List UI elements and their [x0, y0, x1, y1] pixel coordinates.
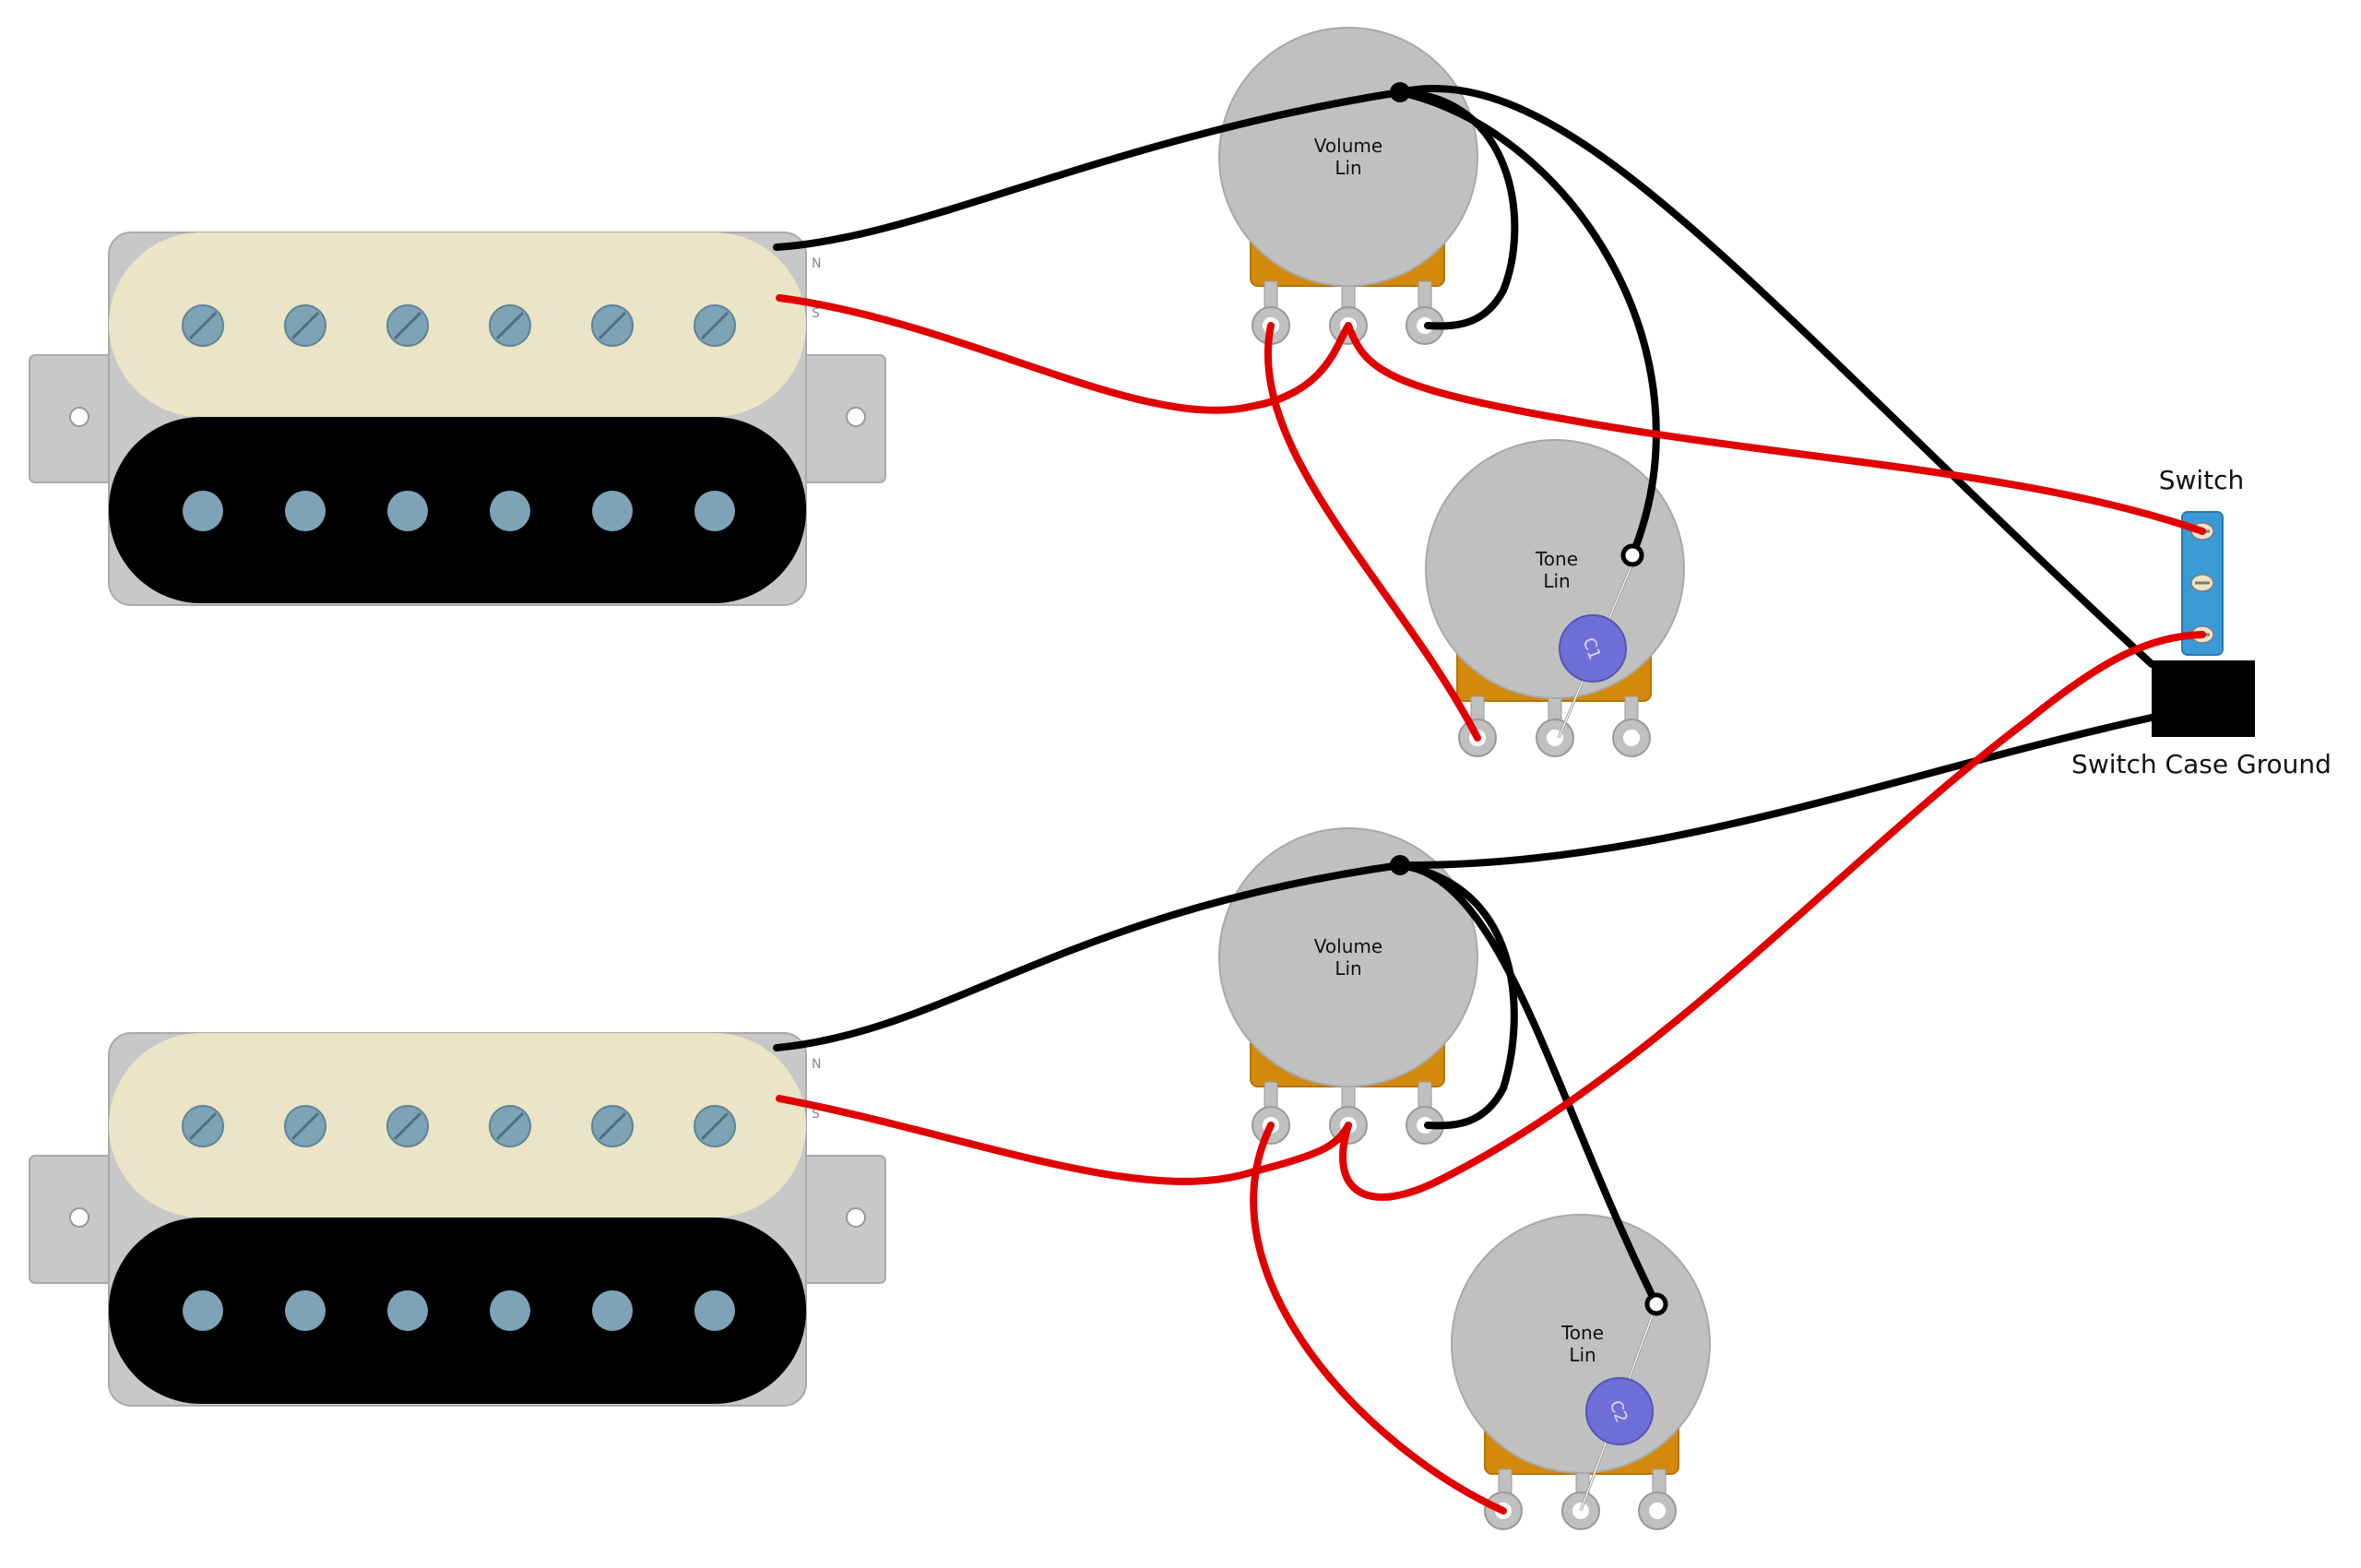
screw-pole	[386, 304, 429, 347]
cap-body	[1559, 614, 1627, 683]
north-label: N	[812, 1057, 821, 1072]
switch-case-ground[interactable]: Switch Case Ground	[2071, 660, 2331, 779]
wire-volume2-to-switch	[1339, 631, 2206, 1201]
switch-label: Switch	[2159, 465, 2245, 495]
slug-pole	[387, 491, 428, 531]
wires	[773, 85, 2206, 1515]
screw-pole	[694, 304, 736, 347]
wire-pickup1-ground	[773, 89, 1404, 251]
solder-joints	[1390, 82, 1668, 1316]
switch-case-ground-label: Switch Case Ground	[2071, 749, 2331, 779]
wire-pickup2-hot	[776, 1095, 1352, 1185]
screw-pole	[489, 1105, 531, 1147]
pot-label-line2: Lin	[1569, 1344, 1596, 1366]
lug-2[interactable]	[1536, 719, 1574, 757]
mounting-hole-left	[69, 407, 89, 427]
south-label: S	[812, 1107, 820, 1122]
slug-pole	[285, 1290, 326, 1331]
wire-pickup2-ground	[773, 861, 1404, 1051]
pot-label-line1: Volume	[1314, 935, 1382, 957]
mounting-hole-left	[69, 1207, 89, 1228]
solder-joint-volume1	[1390, 82, 1410, 102]
tone-pot-2[interactable]: Tone Lin	[1451, 1214, 1711, 1530]
cream-coil	[109, 1033, 806, 1218]
black-coil	[109, 417, 806, 603]
cream-coil	[109, 232, 806, 417]
wire-pickup1-hot	[776, 294, 1352, 414]
slug-pole-row	[183, 1290, 735, 1331]
slug-pole	[183, 1290, 223, 1331]
slug-pole	[694, 491, 735, 531]
pot-label-line1: Tone	[1560, 1322, 1604, 1344]
wire-tone1-ground	[1396, 89, 1660, 559]
capacitor-c1[interactable]: C1	[1557, 558, 1636, 739]
solder-joint-tone2	[1644, 1292, 1668, 1316]
screw-pole	[284, 304, 326, 347]
wire-tone2-ground	[1396, 861, 1660, 1308]
volume-pot-1[interactable]: Volume Lin	[1218, 27, 1478, 345]
pot-label-line1: Tone	[1535, 548, 1578, 570]
screw-pole	[386, 1105, 429, 1147]
mounting-hole-right	[846, 407, 866, 427]
south-label: S	[812, 306, 820, 321]
slug-pole-row	[183, 491, 735, 531]
switch[interactable]: Switch	[2159, 465, 2245, 656]
pot-label-line2: Lin	[1335, 957, 1361, 980]
tone-pot-1[interactable]: Tone Lin	[1425, 439, 1685, 757]
lug-3[interactable]	[1638, 1491, 1677, 1530]
wire-volume2-ground-lug3	[1396, 861, 1518, 1130]
wire-volume1-to-switch	[1345, 322, 2206, 535]
cap-body	[1585, 1377, 1654, 1445]
volume-pot-2[interactable]: Volume Lin	[1218, 827, 1478, 1145]
pot-label-line2: Lin	[1543, 570, 1570, 592]
lug-3[interactable]	[1612, 719, 1651, 757]
slug-pole	[490, 491, 530, 531]
slug-pole	[387, 1290, 428, 1331]
screw-pole	[694, 1105, 736, 1147]
slug-pole	[592, 1290, 633, 1331]
pickup-1: N S	[29, 232, 886, 606]
wire-volume2-to-tone2	[1250, 1122, 1507, 1515]
north-label: N	[812, 256, 821, 271]
mounting-hole-right	[846, 1207, 866, 1228]
screw-pole-row	[182, 1105, 736, 1147]
slug-pole	[285, 491, 326, 531]
screw-pole	[284, 1105, 326, 1147]
wire-volume2-to-case-ground	[1396, 714, 2155, 870]
pot-body	[1218, 827, 1478, 1087]
screw-pole	[489, 304, 531, 347]
solder-joint-volume2	[1390, 855, 1410, 875]
switch-case-ground-block	[2152, 660, 2255, 737]
wire-volume1-to-tone1	[1264, 322, 1481, 742]
screw-pole	[591, 304, 634, 347]
solder-joint-tone1	[1620, 543, 1644, 567]
screw-pole	[591, 1105, 634, 1147]
screw-pole	[182, 1105, 224, 1147]
slug-pole	[490, 1290, 530, 1331]
wire-volume1-to-case-ground	[1396, 85, 2155, 668]
pot-label-line1: Volume	[1314, 135, 1382, 157]
capacitor-c2[interactable]: C2	[1579, 1303, 1658, 1512]
pot-label-line2: Lin	[1335, 157, 1361, 179]
slug-pole	[183, 491, 223, 531]
black-coil	[109, 1218, 806, 1404]
screw-pole	[182, 304, 224, 347]
pickup-2: N S	[29, 1032, 886, 1407]
slug-pole	[694, 1290, 735, 1331]
screw-pole-row	[182, 304, 736, 347]
switch-terminal-2[interactable]	[2190, 574, 2214, 592]
slug-pole	[592, 491, 633, 531]
